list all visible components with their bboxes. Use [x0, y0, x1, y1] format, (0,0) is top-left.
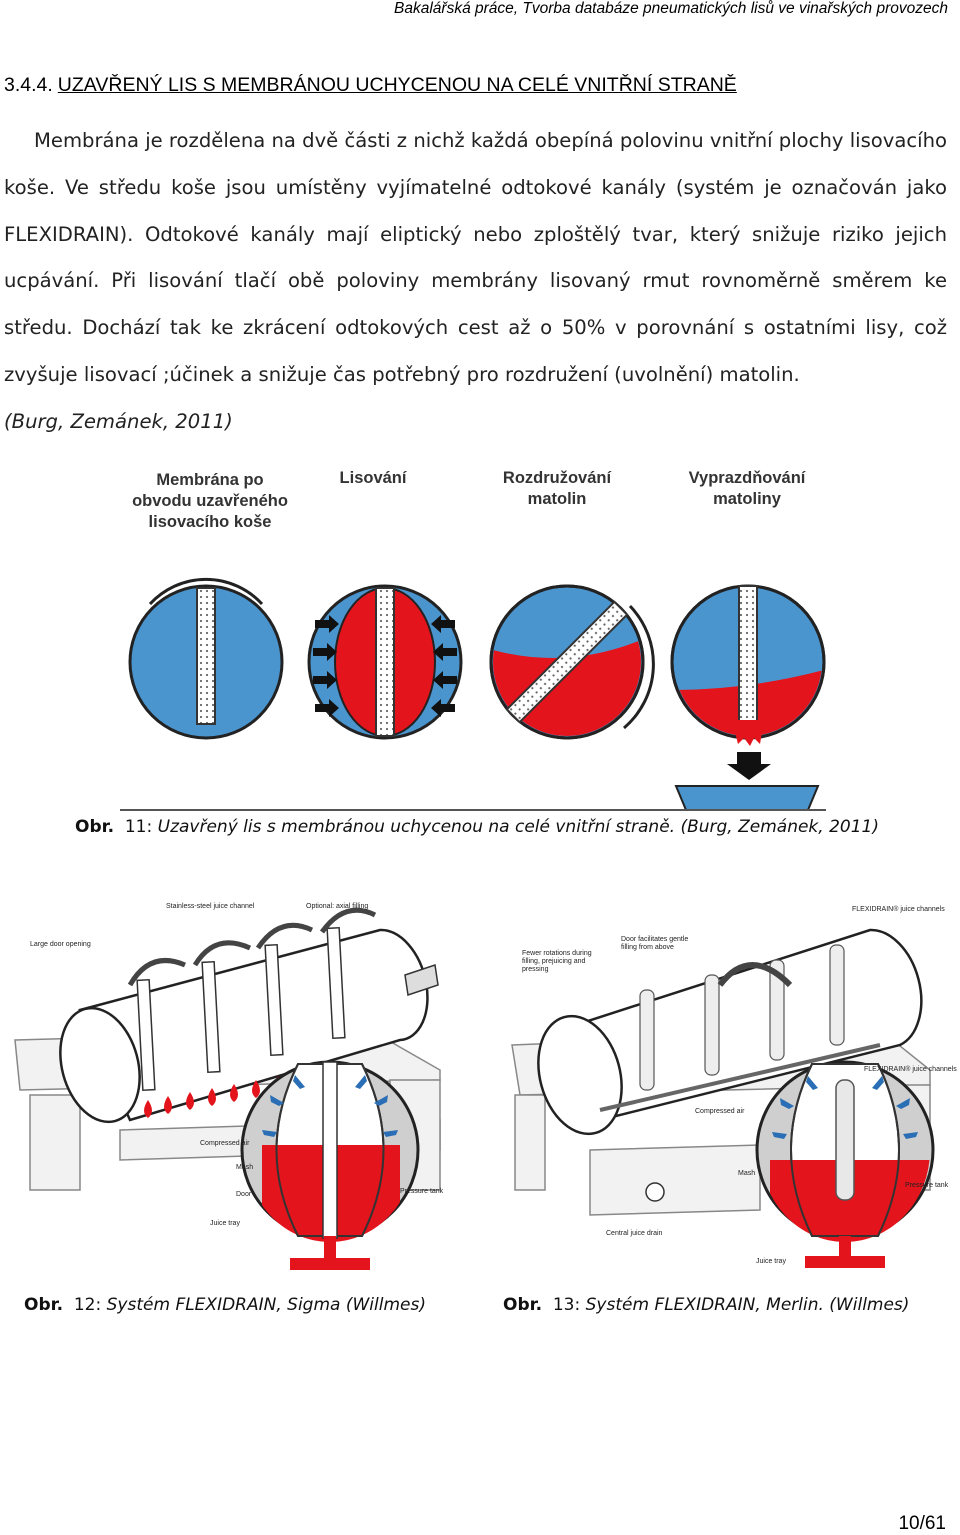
fig11-label-stage3: Rozdružování matolin [502, 469, 612, 508]
fig13-label-flexidrain-side: FLEXIDRAIN® juice channels [864, 1066, 957, 1073]
fig12-diagram [14, 907, 441, 1270]
fig13-label-central-drain: Central juice drain [606, 1230, 663, 1237]
fig13-caption-prefix: Obr. [503, 1295, 543, 1315]
fig11-stage1-drum [128, 577, 284, 740]
fig11-caption-number: 11 [124, 817, 147, 837]
fig12-caption-number: 12 [73, 1295, 96, 1315]
fig13-label-door-gentle: Door facilitates gentle filling from abo… [621, 936, 689, 951]
fig11-label-stage1: Membrána po obvodu uzavřeného lisovacího… [132, 471, 288, 531]
fig11-caption-prefix: Obr. [75, 817, 115, 837]
fig13-label-juice-tray: Juice tray [756, 1258, 786, 1265]
fig12-caption-prefix: Obr. [24, 1295, 64, 1315]
fig11-stage3-drum [489, 584, 655, 740]
fig11-stage2-drum [307, 584, 463, 740]
fig12-label-door-opening: Large door opening [30, 941, 91, 948]
fig13-caption-text: Systém FLEXIDRAIN, Merlin. (Willmes) [585, 1295, 910, 1315]
fig13-label-flexidrain-top: FLEXIDRAIN® juice channels [852, 906, 945, 913]
fig11-stage4-drum [670, 584, 826, 811]
fig13-label-mash: Mash [738, 1170, 756, 1177]
fig11-caption: Obr. 11: Uzavřený lis s membránou uchyce… [75, 817, 879, 837]
fig12-label-juice-channel: Stainless-steel juice channel [166, 903, 255, 910]
section-heading: 3.4.4.UZAVŘENÝ LIS S MEMBRÁNOU UCHYCENOU… [4, 74, 737, 97]
fig11-label-stage4: Vyprazdňování matoliny [688, 469, 806, 508]
fig11-diagram [120, 577, 826, 811]
fig12-label-pressure-tank: Pressure tank [400, 1188, 444, 1195]
paragraph-text: Membrána je rozdělena na dvě části z nic… [4, 129, 947, 386]
fig12-label-axial-filling: Optional: axial filling [306, 903, 369, 910]
fig12-label-compressed-air: Compressed air [200, 1140, 250, 1147]
running-header: Bakalářská práce, Tvorba databáze pneuma… [394, 0, 948, 17]
fig12-caption: Obr. 12: Systém FLEXIDRAIN, Sigma (Willm… [24, 1295, 426, 1315]
fig11-label-stage2: Lisování [339, 469, 407, 487]
fig13-label-compressed-air: Compressed air [695, 1108, 745, 1115]
fig13-diagram [511, 928, 935, 1268]
fig13-caption: Obr. 13: Systém FLEXIDRAIN, Merlin. (Wil… [503, 1295, 910, 1315]
section-title: UZAVŘENÝ LIS S MEMBRÁNOU UCHYCENOU NA CE… [57, 74, 737, 96]
fig13-caption-number: 13 [552, 1295, 575, 1315]
paragraph-citation: (Burg, Zemánek, 2011) [4, 409, 233, 433]
fig13-label-pressure-tank: Pressure tank [905, 1182, 949, 1189]
fig13-label-fewer-rotations: Fewer rotations during filling, prejuici… [522, 950, 592, 973]
fig12-label-door: Door [236, 1191, 252, 1198]
fig12-label-juice-tray: Juice tray [210, 1220, 240, 1227]
fig11-caption-text: Uzavřený lis s membránou uchycenou na ce… [157, 817, 879, 837]
body-paragraph: Membrána je rozdělena na dvě části z nic… [4, 118, 947, 446]
section-number: 3.4.4. [4, 74, 53, 96]
fig12-caption-text: Systém FLEXIDRAIN, Sigma (Willmes) [106, 1295, 426, 1315]
fig12-label-mash: Mash [236, 1164, 254, 1171]
page-number: 10/61 [898, 1513, 946, 1534]
